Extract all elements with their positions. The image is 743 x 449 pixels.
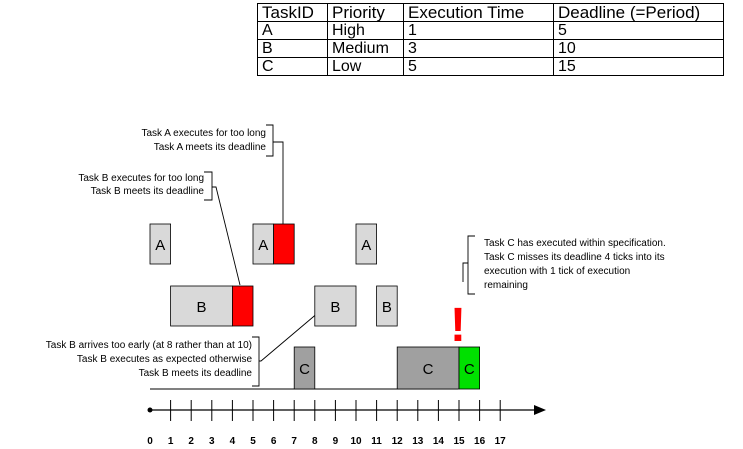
task-a-normal-block [355, 223, 378, 265]
callout-bracket-c [467, 235, 475, 295]
note-a-line2: Task A meets its deadline [154, 142, 267, 153]
task-c-normal-block [396, 346, 460, 390]
cell-deadline: 15 [553, 57, 724, 76]
task-b-normal-block [170, 285, 233, 327]
axis-origin-dot [147, 407, 153, 413]
axis-arrowhead [534, 405, 546, 415]
callout-line-a [273, 141, 284, 225]
note-b-early-line3: Task B meets its deadline [139, 368, 253, 379]
note-c-line3: execution with 1 tick of execution [484, 266, 630, 277]
cell-priority: Low [327, 57, 404, 76]
axis-tick-label: 17 [495, 436, 507, 447]
task-b-block-label: B [382, 299, 392, 316]
time-axis [147, 405, 546, 415]
cell-execution-time: 5 [403, 57, 554, 76]
task-a-normal-block [149, 223, 172, 265]
note-b-early-line2: Task B executes as expected otherwise [77, 354, 253, 365]
axis-tick-label: 12 [392, 436, 404, 447]
axis-tick-label: 9 [333, 436, 339, 447]
callout-line-b [212, 186, 241, 286]
task-c-normal-block [293, 346, 316, 390]
callout-bracket-b [204, 171, 213, 201]
callout-line-b-early [259, 300, 333, 362]
axis-tick-label: 10 [350, 436, 362, 447]
task-c-block-label: C [423, 361, 434, 378]
note-c-line2: Task C misses its deadline 4 ticks into … [484, 252, 665, 263]
cell-taskid: C [257, 57, 328, 76]
axis-tick-label: 0 [147, 436, 153, 447]
axis-tick-label: 14 [433, 436, 445, 447]
task-b-block-label: B [196, 299, 206, 316]
axis-tick-label: 16 [474, 436, 486, 447]
callout-line-c [462, 262, 468, 282]
note-c-line4: remaining [484, 280, 528, 291]
axis-tick-label: 6 [271, 436, 277, 447]
callout-bracket-a [266, 124, 274, 157]
axis-tick-label: 3 [209, 436, 215, 447]
task-c-remaining-block [458, 346, 481, 390]
task-blocks: A A A B B B C C C [149, 223, 481, 390]
note-b-early-line1: Task B arrives too early (at 8 rather th… [46, 340, 252, 351]
callout-bracket-b-early [252, 336, 260, 387]
note-b-line1: Task B executes for too long [78, 173, 204, 184]
axis-tick-label: 11 [371, 436, 382, 447]
task-c-block-label: C [464, 361, 475, 378]
axis-tick-label: 7 [291, 436, 297, 447]
axis-tick-label: 1 [168, 436, 174, 447]
annotation-text: Task A executes for too long Task A meet… [46, 128, 666, 379]
task-c-block-label: C [299, 361, 310, 378]
task-a-overrun-block [273, 223, 295, 265]
deadline-miss-exclamation: ! [450, 299, 466, 352]
note-b-line2: Task B meets its deadline [91, 186, 205, 197]
task-b-normal-block [376, 285, 398, 327]
table-row: B Medium 3 10 [257, 39, 724, 58]
table-row: C Low 5 15 [257, 57, 724, 76]
axis-tick-label: 8 [312, 436, 318, 447]
task-b-normal-block [314, 285, 357, 327]
task-b-overrun-block [231, 285, 254, 327]
note-c-line1: Task C has executed within specification… [484, 238, 666, 249]
task-a-block-label: A [361, 237, 371, 254]
axis-tick-label: 4 [230, 436, 236, 447]
note-a-line1: Task A executes for too long [141, 128, 266, 139]
axis-tick-label: 2 [188, 436, 194, 447]
task-a-block-label: A [258, 237, 268, 254]
annotation-callouts [204, 124, 475, 387]
axis-tick-label: 15 [453, 436, 465, 447]
task-b-block-label: B [330, 299, 340, 316]
task-table: TaskID Priority Execution Time Deadline … [257, 3, 724, 76]
axis-tick-label: 5 [250, 436, 256, 447]
task-a-block-label: A [155, 237, 165, 254]
cell-priority: Medium [327, 39, 404, 58]
axis-tick-label: 13 [412, 436, 424, 447]
